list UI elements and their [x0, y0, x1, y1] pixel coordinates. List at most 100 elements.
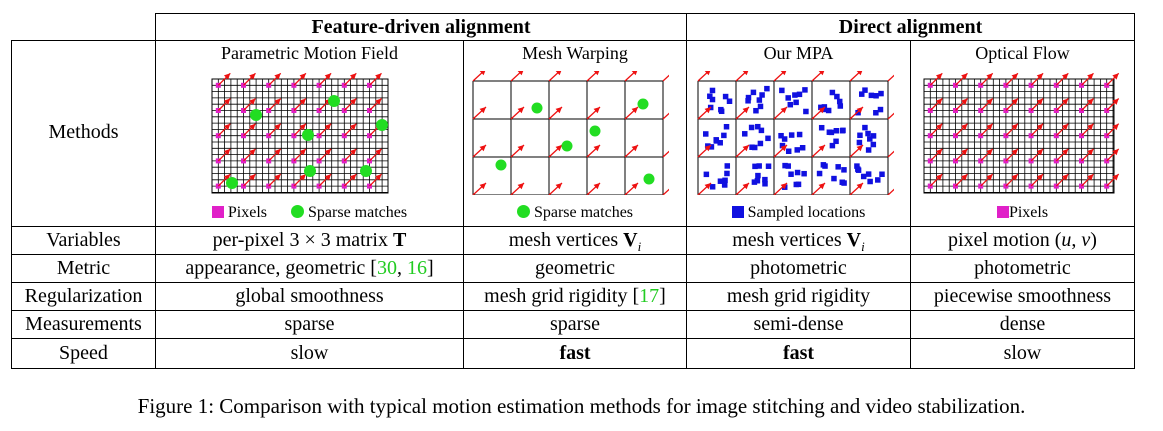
sampled-location	[722, 177, 728, 184]
citation-link[interactable]: 16	[406, 257, 427, 279]
legend-mesh: Sparse matches	[464, 205, 686, 221]
speed-flow: slow	[1003, 342, 1042, 364]
sampled-location	[867, 136, 873, 142]
citation-link[interactable]: 30	[376, 257, 397, 279]
sampled-location	[709, 96, 716, 103]
sampled-location	[788, 171, 794, 177]
variables-mesh: mesh vertices Vi	[508, 229, 642, 254]
sampled-location	[802, 87, 808, 93]
sampled-location	[722, 93, 729, 100]
arrow-head	[856, 183, 863, 190]
sampled-location	[717, 178, 724, 184]
speed-mpa: fast	[782, 342, 815, 364]
motion-arrow	[887, 150, 894, 158]
arrow-head	[223, 148, 231, 156]
arrow-head	[935, 123, 943, 131]
arrow-head	[856, 71, 863, 76]
sampled-location	[794, 169, 801, 176]
sampled-location	[752, 163, 758, 170]
sampled-location	[860, 173, 867, 180]
match-dot	[516, 205, 530, 218]
arrow-head	[1087, 98, 1094, 105]
arrow-head	[631, 107, 638, 114]
sampled-location	[726, 98, 733, 104]
match-dot	[291, 205, 305, 218]
arrow-head	[375, 174, 382, 181]
sampled-location	[868, 92, 875, 99]
sampled-location	[870, 141, 877, 148]
arrow-head	[517, 145, 524, 152]
sampled-location	[818, 124, 825, 131]
citation-link[interactable]: 17	[639, 285, 660, 307]
sampled-location	[841, 180, 847, 186]
sampled-location	[858, 91, 865, 97]
motion-arrow	[472, 71, 485, 82]
sampled-location	[717, 140, 723, 146]
pixel-marker	[341, 158, 347, 164]
sampled-location	[785, 95, 791, 101]
arrow-head	[517, 183, 524, 190]
arrow-head	[479, 183, 486, 190]
sampled-location	[857, 132, 863, 139]
motion-arrow	[662, 188, 669, 195]
arrow-head	[935, 148, 943, 156]
variables-mpa: mesh vertices Vi	[732, 229, 865, 254]
sampled-location	[787, 101, 794, 108]
arrow-head	[818, 183, 825, 190]
sampled-location	[709, 184, 716, 190]
arrow-head	[818, 71, 825, 76]
arrow-head	[1087, 73, 1094, 80]
arrow-head	[593, 145, 600, 152]
sampled-location	[785, 163, 791, 169]
sampled-location	[708, 144, 715, 150]
arrow-head	[249, 73, 256, 80]
sampled-location	[801, 170, 807, 177]
sampled-location	[822, 163, 828, 169]
metric-flow: photometric	[974, 257, 1071, 279]
sampled-location	[792, 92, 798, 98]
sampled-location	[796, 131, 803, 138]
arrow-head	[375, 98, 382, 105]
sampled-location	[781, 136, 788, 142]
sampled-location	[748, 124, 755, 131]
arrow-head	[631, 183, 638, 190]
arrow-head	[780, 183, 787, 190]
arrow-head	[223, 98, 231, 105]
motion-arrow	[624, 71, 637, 82]
regularization-mesh: mesh grid rigidity [17]	[484, 285, 666, 307]
speed-mesh: fast	[559, 342, 591, 364]
sampled-location	[757, 103, 764, 110]
arrow-head	[742, 71, 749, 76]
arrow-head	[742, 183, 749, 190]
pixel-marker	[1028, 133, 1034, 139]
arrow-head	[274, 98, 281, 105]
arrow-head	[517, 71, 524, 76]
mesh-warping-illustration	[472, 71, 669, 195]
arrow-head	[961, 73, 968, 80]
arrow-head	[704, 183, 711, 190]
arrow-head	[375, 148, 382, 156]
metric-mesh: geometric	[535, 257, 615, 279]
motion-arrow	[887, 74, 894, 82]
sampled-location	[759, 92, 765, 98]
arrow-head	[780, 107, 787, 114]
sampled-location	[709, 87, 716, 94]
arrow-head	[593, 107, 600, 114]
arrow-head	[935, 73, 943, 80]
arrow-head	[349, 123, 357, 131]
sampled-location	[870, 133, 877, 139]
pixel-marker	[341, 108, 347, 113]
sampled-location	[794, 147, 800, 153]
figure-caption: Figure 1: Comparison with typical motion…	[137, 394, 1026, 418]
sampled-location	[855, 166, 861, 172]
variables-pmf: per-pixel 3 × 3 matrix T	[212, 229, 407, 251]
motion-arrow	[849, 71, 862, 82]
arrow-head	[555, 183, 562, 190]
row-label-variables: Variables	[46, 229, 121, 251]
pixel-marker	[1104, 108, 1110, 113]
sparse-match	[561, 140, 573, 152]
arrow-head	[986, 123, 993, 131]
sampled-location	[865, 147, 872, 153]
arrow-head	[631, 71, 638, 76]
